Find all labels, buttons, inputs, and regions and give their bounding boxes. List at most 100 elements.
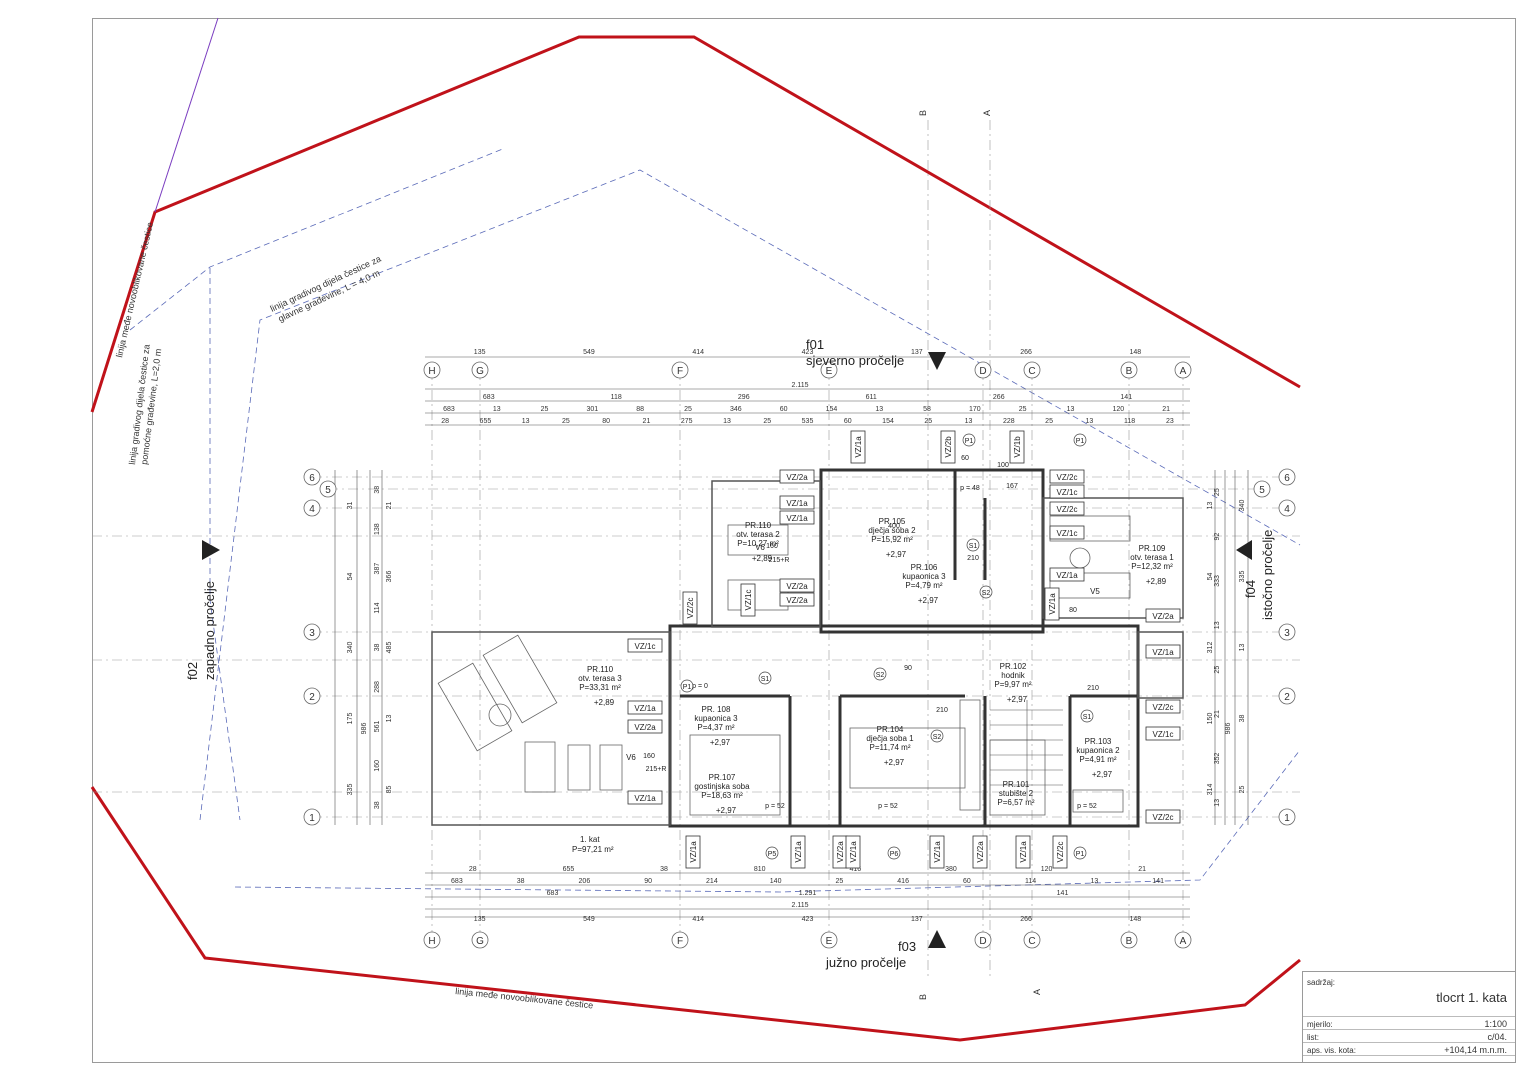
dimension-value: 175 (347, 713, 354, 725)
dimension-value: 301 (587, 406, 599, 413)
window-tag: VZ/1c (627, 638, 663, 653)
dimension-total: 2.115 (792, 902, 809, 909)
window-tag: VZ/2a (779, 469, 815, 484)
dimension-value: 13 (875, 406, 883, 413)
grid-column-label: H (428, 366, 435, 377)
dimension-lines (334, 356, 1249, 918)
dimension-value: 340 (347, 642, 354, 654)
dimension-value: 25 (1045, 418, 1053, 425)
door-label: S2 (982, 590, 991, 597)
dimension-value: 25 (1239, 786, 1246, 794)
dimension-value: 535 (802, 418, 814, 425)
west-elevation-code: f02 (185, 662, 200, 680)
window-tag-label: VZ/1c (744, 590, 753, 611)
dimension-value: 423 (802, 349, 814, 356)
dimension-value: 25 (763, 418, 771, 425)
door-label: S1 (1083, 714, 1092, 721)
dimension-value: 38 (374, 486, 381, 494)
dimension-value: 150 (1207, 713, 1214, 725)
window-tag-label: VZ/1b (1013, 436, 1022, 458)
grid-row-label: 4 (1284, 504, 1290, 515)
room-area: P=9,97 m² (994, 680, 1031, 689)
room-area: P=4,79 m² (905, 581, 942, 590)
window-tag-label: VZ/1c (1057, 488, 1078, 497)
north-elevation-code: f01 (806, 337, 824, 352)
dimension-value: 810 (754, 866, 766, 873)
window-tag-label: VZ/1a (849, 841, 858, 863)
dimension-value: 683 (451, 878, 463, 885)
window-symbol (680, 679, 694, 693)
dimension-value: 25 (1214, 488, 1221, 496)
room-level: +2,97 (886, 550, 907, 559)
grid-column-label: G (476, 366, 484, 377)
dimension-value: 120 (1112, 406, 1124, 413)
window-tag: VZ/2a (779, 578, 815, 593)
grid-column-label: E (826, 936, 833, 947)
grid-bubble-circle (1023, 931, 1041, 949)
dimension-value: 21 (1214, 710, 1221, 718)
grid-row-label: 1 (1284, 813, 1290, 824)
east-elevation-code: f04 (1243, 580, 1258, 598)
window-tag: VZ/2c (1049, 469, 1085, 484)
dimension-value: 13 (386, 715, 393, 723)
window-tag: VZ/1a (850, 430, 866, 464)
room-area: P=4,37 m² (697, 723, 734, 732)
room-code: PR.101 (1003, 780, 1030, 789)
plot-boundary-label-bottom: linija međe novooblikovane čestice (455, 986, 594, 1010)
glazing-label: V6 (755, 543, 765, 552)
grid-bubble-circle (671, 931, 689, 949)
dimension-value: 1.291 (799, 890, 817, 897)
sheet-label: list: (1307, 1033, 1319, 1042)
glazing-label: V6 (626, 753, 636, 762)
window-tag: VZ/1c (1145, 726, 1181, 741)
room-area: P=12,32 m² (1131, 562, 1173, 571)
grid-column-label: B (1126, 366, 1133, 377)
room-code: PR.103 (1085, 737, 1112, 746)
dimension-value: 13 (1239, 644, 1246, 652)
room-area: P=33,31 m² (579, 683, 621, 692)
window-tag-label: VZ/2a (1152, 612, 1174, 621)
dimension-value: 13 (1067, 406, 1075, 413)
room-code: PR.104 (877, 725, 904, 734)
dimension-value: 137 (911, 916, 923, 923)
dimension-value: 120 (1041, 866, 1053, 873)
window-label: P1 (683, 684, 692, 691)
dimension-value: 13 (1214, 799, 1221, 807)
sheet-value: c/04. (1487, 1032, 1507, 1042)
grid-column-label: F (677, 936, 683, 947)
dimension-value: 85 (386, 786, 393, 794)
dimension-value: 380 (945, 866, 957, 873)
window-tag-label: VZ/2c (686, 598, 695, 619)
grid-bubble-circle (471, 361, 489, 379)
window-tag: VZ/1a (779, 510, 815, 525)
window-label: P6 (890, 851, 899, 858)
window-tag-label: VZ/1a (1048, 593, 1057, 615)
dimension-value: 38 (374, 801, 381, 809)
window-symbol (962, 433, 976, 447)
dimension-value: 288 (374, 681, 381, 693)
grid-bubble-circle (671, 361, 689, 379)
dimension-value: 13 (1214, 621, 1221, 629)
window-label: P1 (1076, 851, 1085, 858)
floor-summary-name: 1. kat (580, 835, 600, 844)
section-b-top: B (918, 110, 928, 116)
dimension-value: 148 (1130, 916, 1142, 923)
room-level: +2,89 (594, 698, 615, 707)
grid-row-label: 2 (1284, 692, 1290, 703)
dimension-value: 141 (1057, 890, 1069, 897)
grid-bubble-circle (303, 808, 321, 826)
dimension-value: 135 (474, 916, 486, 923)
dimension-value: 54 (347, 573, 354, 581)
room-level: +2,89 (752, 554, 773, 563)
window-tag-label: VZ/1a (689, 841, 698, 863)
dimension-value: 13 (1085, 418, 1093, 425)
window-tag-label: VZ/1a (786, 499, 808, 508)
window-tag-label: VZ/1a (1019, 841, 1028, 863)
window-tag: VZ/1a (685, 835, 701, 869)
door-label: S1 (761, 676, 770, 683)
window-tag: VZ/1a (845, 835, 861, 869)
room-name: otv. terasa 3 (578, 674, 622, 683)
opening-note: 160 (643, 753, 655, 760)
grid-row-label: 3 (309, 628, 315, 639)
window-symbol (1073, 433, 1087, 447)
